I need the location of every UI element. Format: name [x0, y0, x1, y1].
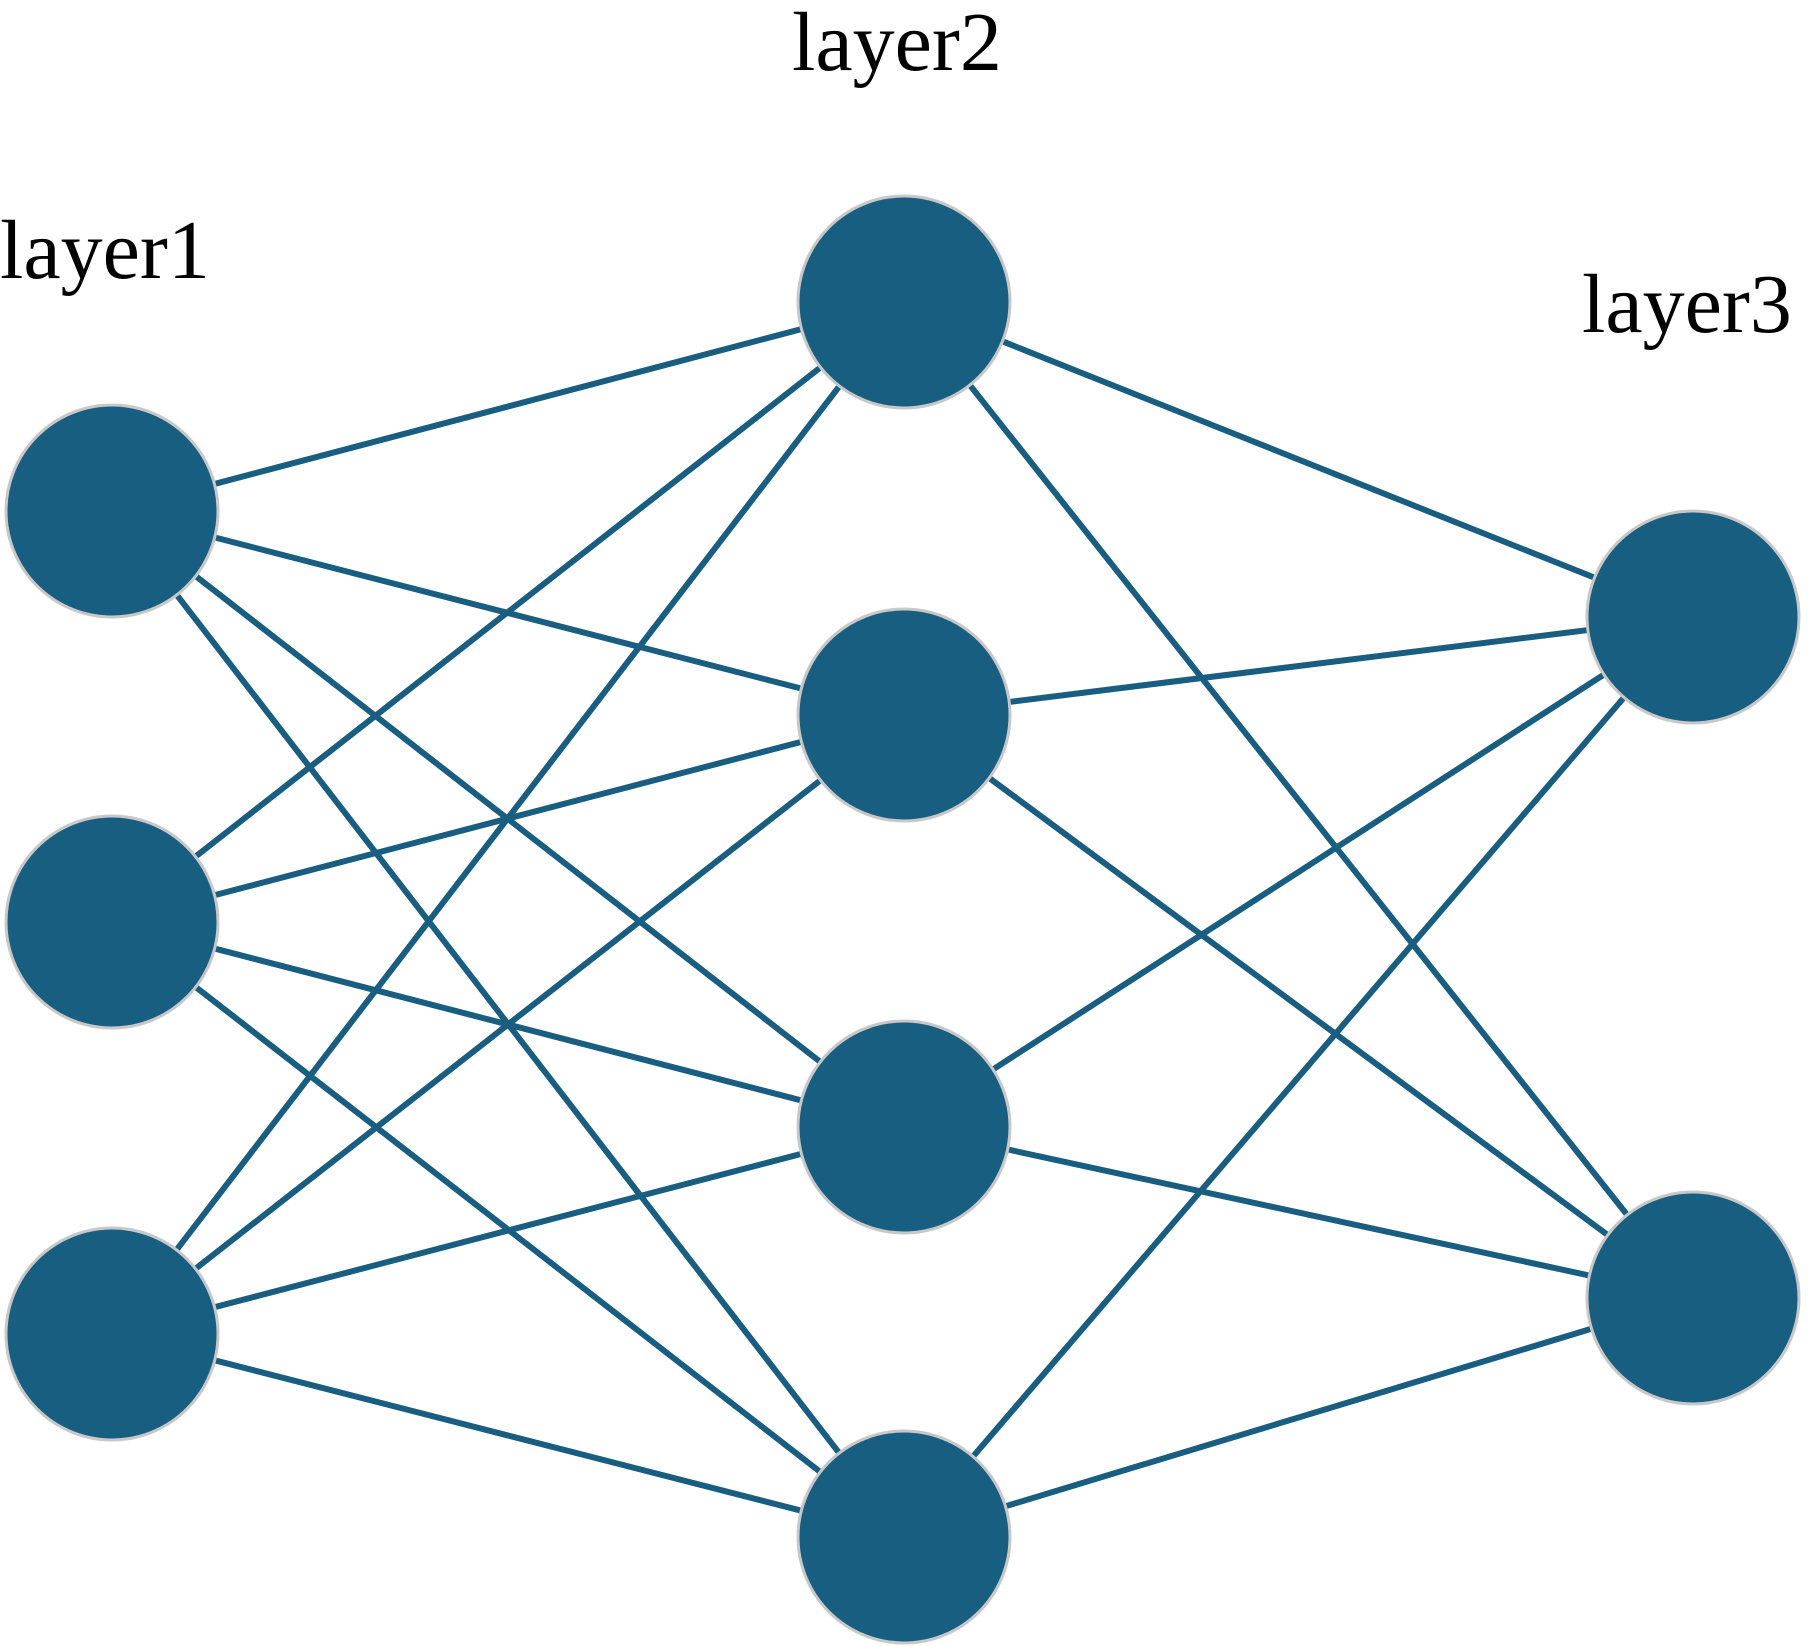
node-layer1-3	[4, 1226, 220, 1442]
edge-l2n4-l3n1	[901, 615, 1696, 1539]
edge-l2n2-l3n1	[903, 614, 1694, 718]
node-layer2-2	[796, 607, 1012, 823]
edge-l1n3-l2n1	[109, 300, 907, 1336]
edge-l1n3-l2n4	[111, 1331, 905, 1540]
edge-l2n1-l3n2	[901, 300, 1696, 1300]
layer3-label: layer3	[1582, 258, 1792, 351]
edge-l1n3-l2n3	[111, 1124, 905, 1337]
edges-group	[109, 299, 1696, 1540]
edge-l2n3-l3n1	[902, 614, 1695, 1130]
edge-l2n4-l3n2	[903, 1295, 1694, 1540]
nodes-group	[4, 194, 1801, 1645]
node-layer2-3	[796, 1019, 1012, 1235]
edge-l1n3-l2n2	[110, 712, 906, 1337]
edge-l2n3-l3n2	[903, 1124, 1694, 1301]
edge-l1n1-l2n1	[111, 299, 905, 514]
node-layer3-1	[1585, 509, 1801, 725]
layer2-label: layer2	[792, 0, 1002, 89]
node-layer1-2	[4, 814, 220, 1030]
edge-l2n2-l3n2	[902, 712, 1695, 1301]
layer1-label: layer1	[0, 204, 210, 297]
node-layer3-2	[1585, 1190, 1801, 1406]
node-layer2-4	[796, 1429, 1012, 1645]
edge-l2n1-l3n1	[902, 299, 1695, 620]
edge-l1n2-l2n1	[110, 299, 906, 925]
node-layer1-1	[4, 403, 220, 619]
node-layer2-1	[796, 194, 1012, 410]
